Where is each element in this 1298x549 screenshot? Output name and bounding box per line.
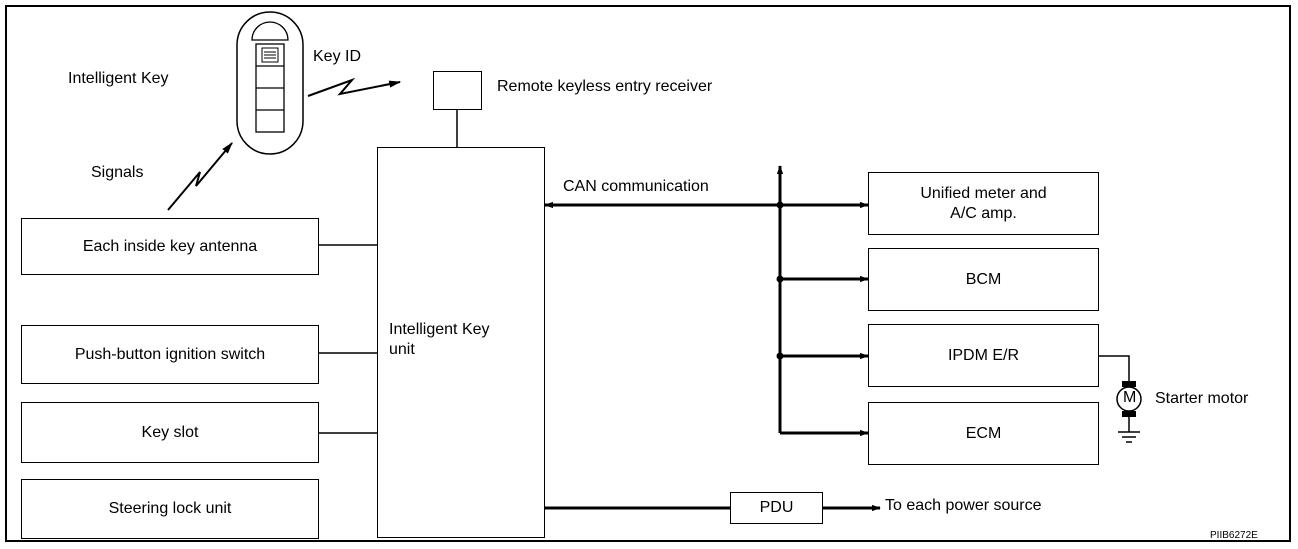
bcm-label: BCM [965, 270, 1002, 288]
ipdm-label: IPDM E/R [947, 346, 1020, 364]
figure-code: PIIB6272E [1210, 530, 1258, 541]
intelligent-key-fob [236, 11, 304, 155]
ground-icon [1118, 431, 1140, 443]
remote-receiver-box [433, 71, 482, 110]
steering-lock-box: Steering lock unit [21, 479, 319, 539]
to-power-source-label: To each power source [885, 497, 1042, 514]
key-id-label: Key ID [313, 48, 362, 65]
ipdm-box: IPDM E/R [868, 324, 1099, 387]
pdu-label: PDU [759, 499, 794, 516]
signals-label: Signals [91, 164, 144, 181]
ignition-switch-label: Push-button ignition switch [74, 345, 266, 363]
motor-symbol-label: M [1123, 389, 1137, 406]
bcm-box: BCM [868, 248, 1099, 311]
pdu-box: PDU [730, 492, 823, 524]
intelligent-key-unit-box: Intelligent Key unit [377, 147, 545, 538]
diagram-frame [5, 5, 1291, 542]
unified-meter-label-line2: A/C amp. [950, 204, 1017, 222]
key-id-signal [307, 77, 402, 97]
starter-wire [1099, 355, 1130, 381]
unified-meter-box: Unified meter and A/C amp. [868, 172, 1099, 235]
can-communication-label: CAN communication [563, 178, 709, 195]
ignition-switch-box: Push-button ignition switch [21, 325, 319, 384]
remote-receiver-label: Remote keyless entry receiver [497, 78, 713, 95]
unified-meter-label-line1: Unified meter and [920, 184, 1047, 202]
key-slot-label: Key slot [141, 423, 199, 441]
key-slot-box: Key slot [21, 402, 319, 463]
steering-lock-label: Steering lock unit [108, 500, 232, 517]
ecm-box: ECM [868, 402, 1099, 465]
starter-motor-label: Starter motor [1155, 390, 1249, 407]
antenna-signal [167, 142, 233, 211]
unit-label-line1: Intelligent Key [389, 321, 490, 338]
unit-label-line2: unit [389, 341, 415, 358]
intelligent-key-label: Intelligent Key [68, 70, 169, 87]
ecm-label: ECM [965, 424, 1002, 442]
inside-key-antenna-box: Each inside key antenna [21, 218, 319, 275]
inside-key-antenna-label: Each inside key antenna [82, 237, 258, 255]
